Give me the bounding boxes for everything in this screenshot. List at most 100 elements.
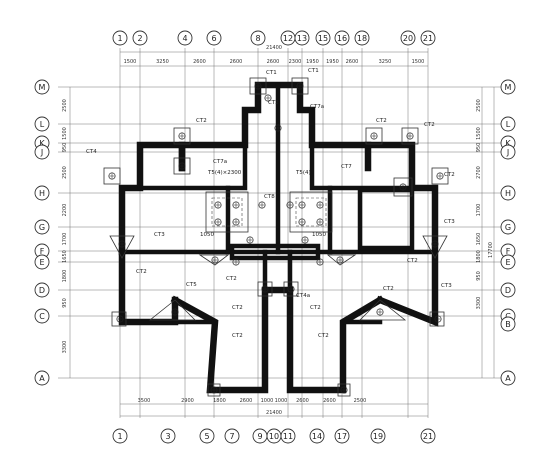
axis-bubble-top-label: 15 <box>318 34 328 43</box>
dim-left-value: 950 <box>62 298 68 308</box>
dim-right-value: 950 <box>476 271 482 281</box>
label-ct4: CT4 <box>86 149 97 155</box>
axis-bubble-top <box>250 30 266 46</box>
axis-bubble-left <box>34 185 50 201</box>
axis-bubble-bottom <box>224 428 240 444</box>
axis-bubble-right-label: D <box>505 286 511 295</box>
beam-left-lower <box>118 248 179 326</box>
dim-bottom-total: 21400 <box>266 410 282 416</box>
pile-cap <box>249 77 267 95</box>
pile-cap <box>365 127 383 145</box>
dim-right-value: 1700 <box>476 204 482 217</box>
pile-cap <box>431 167 449 185</box>
axis-bubble-left-label: A <box>39 374 45 383</box>
label-ct3: CT3 <box>154 232 165 238</box>
axis-bubble-left-label: K <box>39 139 45 148</box>
axis-bubble-left-label: C <box>39 312 45 321</box>
pile-cap <box>393 177 413 197</box>
pile-cap <box>111 311 127 327</box>
axis-bubble-top <box>420 30 436 46</box>
axis-bubble-right-label: L <box>506 120 511 129</box>
label-note: T5(4) <box>295 170 311 176</box>
beam-inner-left <box>137 142 248 191</box>
axis-bubble-top-label: 2 <box>137 34 142 43</box>
axis-bubble-left-label: E <box>39 258 44 267</box>
label-ct4a: CT4a <box>296 293 310 299</box>
axis-bubble-right-label: J <box>506 148 509 157</box>
pile-cap <box>291 77 309 95</box>
label-ct3: CT3 <box>441 283 452 289</box>
dim-bottom-value: 2900 <box>181 398 194 404</box>
pile-cap-tri <box>359 299 407 321</box>
axis-bubble-top <box>334 30 350 46</box>
axis-bubble-bottom-label: 19 <box>373 432 383 441</box>
axis-bubble-bottom-label: 11 <box>283 432 293 441</box>
axis-bubble-top-label: 20 <box>403 34 413 43</box>
dim-top-value: 3250 <box>156 59 169 65</box>
label-ct1: CT1 <box>266 70 277 76</box>
foundation-beams <box>118 81 439 394</box>
axis-bubble-right <box>500 282 516 298</box>
label-ct2: CT2 <box>444 172 455 178</box>
axis-bubble-left <box>34 219 50 235</box>
axis-bubble-left <box>34 282 50 298</box>
label-ct7a: CT7a <box>213 159 227 165</box>
pile-cap-tri <box>422 235 448 259</box>
pile-cap-group <box>205 191 249 233</box>
axis-bubble-left <box>34 308 50 324</box>
dim-top-value: 2600 <box>230 59 243 65</box>
dim-top-value: 1500 <box>124 59 137 65</box>
label-ct7: CT7 <box>341 164 352 170</box>
axis-bubble-right-label: H <box>505 189 511 198</box>
axis-bubble-left-label: F <box>40 247 45 256</box>
axis-bubble-right <box>500 370 516 386</box>
axis-bubble-top <box>177 30 193 46</box>
dim-top-value: 3250 <box>379 59 392 65</box>
axis-bubble-bottom-label: 7 <box>229 432 234 441</box>
axis-bubble-right <box>500 79 516 95</box>
pile-cap <box>429 311 445 327</box>
axis-bubble-right <box>500 254 516 270</box>
axis-bubble-bottom <box>420 428 436 444</box>
label-ct3: CT3 <box>444 219 455 225</box>
dim-right-value: 3300 <box>476 297 482 310</box>
dim-right-total: 17700 <box>488 242 494 258</box>
label-ct2: CT2 <box>407 258 418 264</box>
axis-bubble-top-label: 21 <box>423 34 433 43</box>
axis-bubble-right <box>500 219 516 235</box>
beam-box-center <box>229 243 321 261</box>
axis-bubble-left-label: G <box>39 223 45 232</box>
dim-left-value: 1650 <box>62 250 68 263</box>
axis-bubble-left <box>34 370 50 386</box>
axis-bubble-left-label: D <box>39 286 45 295</box>
dim-right-value: 950 <box>476 143 482 153</box>
label-ct7a: CT7a <box>310 104 324 110</box>
axis-bubble-right <box>500 316 516 332</box>
axis-bubble-top <box>294 30 310 46</box>
pile-cap <box>283 281 299 297</box>
axis-bubble-right <box>500 116 516 132</box>
label-ct2: CT2 <box>383 286 394 292</box>
pile-cap <box>103 167 121 185</box>
axis-bubble-right-label: G <box>505 223 511 232</box>
axis-bubble-bottom-label: 3 <box>165 432 170 441</box>
axis-bubble-top-label: 1 <box>117 34 122 43</box>
axis-bubble-top-label: 16 <box>337 34 347 43</box>
label-note: T5(4)×2300 <box>207 170 242 176</box>
dim-top-value: 1500 <box>412 59 425 65</box>
axis-bubble-right-label: E <box>505 258 510 267</box>
label-ct2: CT2 <box>318 333 329 339</box>
dim-top-value: 2300 <box>289 59 302 65</box>
axis-bubble-top <box>206 30 222 46</box>
dim-right-value: 1800 <box>476 250 482 263</box>
dim-left-value: 2500 <box>62 166 68 179</box>
pile-cap-tri <box>148 299 196 321</box>
axis-bubble-top-label: 13 <box>297 34 307 43</box>
dim-bottom-value: 3500 <box>138 398 151 404</box>
axis-bubble-top-label: 8 <box>255 34 260 43</box>
dim-left-value: 2200 <box>62 204 68 217</box>
axis-bubble-top <box>112 30 128 46</box>
